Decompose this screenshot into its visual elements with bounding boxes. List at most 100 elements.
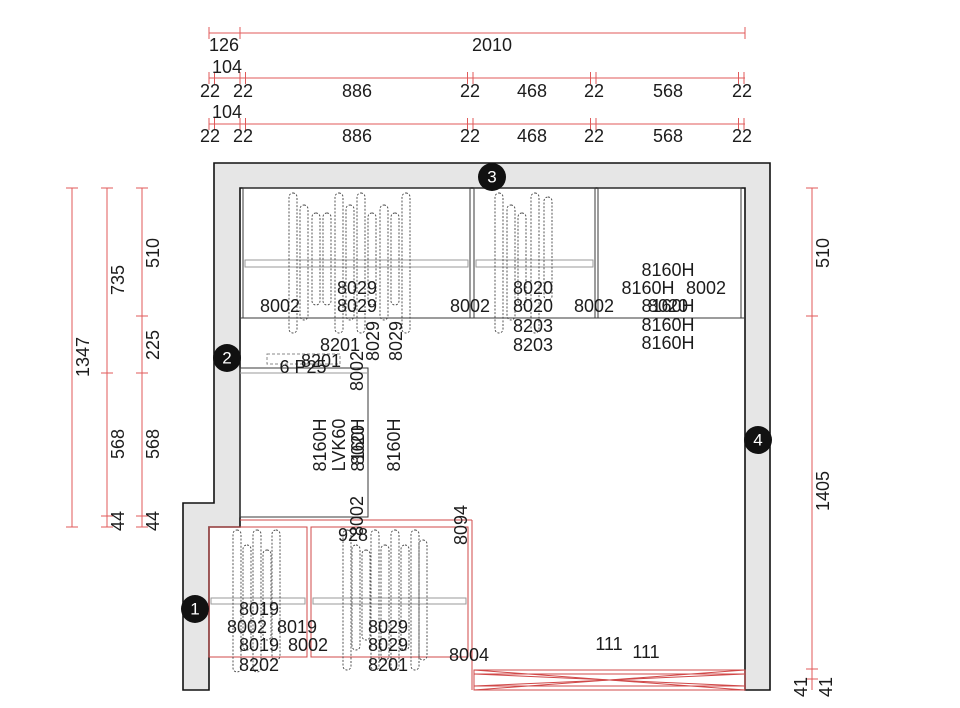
dimension-label: 510 xyxy=(143,238,163,268)
cabinet-label: 8203 xyxy=(513,316,553,336)
wall-marker-number: 1 xyxy=(190,600,199,619)
top-dimension-overall: 126 2010 xyxy=(208,27,746,55)
wall-3-labels: 8002 8029 8029 8002 8020 8020 8203 8203 … xyxy=(260,260,726,361)
cabinet-label: 8004 xyxy=(449,645,489,665)
hanger xyxy=(370,529,380,671)
left-dimension-total: 1347 xyxy=(66,187,93,528)
hangers-wall-1-unit-2 xyxy=(342,529,428,671)
cabinet-label: 8029 xyxy=(386,321,406,361)
hangers-wall-3-unit-2 xyxy=(494,192,553,334)
dimension-label: 44 xyxy=(143,511,163,531)
hanger xyxy=(410,529,420,671)
dimension-label: 568 xyxy=(143,429,163,459)
hanger xyxy=(418,539,428,661)
wall-3-cabinets xyxy=(240,187,745,319)
hanger xyxy=(400,544,410,651)
wall-marker-1: 1 xyxy=(181,595,209,623)
hanger xyxy=(311,212,321,306)
cabinet-label: 8002 xyxy=(288,635,328,655)
cabinet-label: 8029 xyxy=(368,617,408,637)
cabinet-label: 8019 xyxy=(239,635,279,655)
hanger xyxy=(390,529,400,671)
dimension-label: 225 xyxy=(143,330,163,360)
dimension-label: 22 xyxy=(732,81,752,101)
cabinet-label: 8002 xyxy=(347,496,367,536)
cabinet-label: 8203 xyxy=(513,335,553,355)
dimension-label: 41 xyxy=(816,677,836,697)
hanging-rail xyxy=(312,597,467,605)
wall-2-cabinet xyxy=(239,353,369,518)
cabinet-label: 8160H xyxy=(348,418,368,471)
cabinet-label: 8160H xyxy=(621,278,674,298)
hanger xyxy=(252,529,262,673)
cabinet-label: 8160H xyxy=(641,296,694,316)
cabinet-label: 6 P25 xyxy=(279,357,326,377)
wall-1-labels: 8019 8002 8019 8019 8002 8202 8029 8029 … xyxy=(227,599,489,675)
hanger xyxy=(367,212,377,306)
cabinet-label: 8160H xyxy=(641,333,694,353)
hanger xyxy=(288,192,298,334)
dimension-label: 22 xyxy=(584,81,604,101)
cabinet-unit xyxy=(239,367,369,518)
left-dimension-inner: 510 225 568 44 xyxy=(136,187,163,531)
hanger xyxy=(299,204,309,321)
hanger xyxy=(242,544,252,651)
hanger xyxy=(262,549,272,641)
hanger xyxy=(271,529,281,661)
hangers-wall-1-unit-1 xyxy=(232,529,281,673)
dimension-label: 126 xyxy=(209,35,239,55)
cabinet-label: 8029 xyxy=(337,278,377,298)
right-dimension: 510 1405 41 41 xyxy=(791,187,836,697)
hanger xyxy=(401,192,411,334)
hanging-rail xyxy=(244,259,469,268)
dimension-label: 22 xyxy=(200,126,220,146)
hanger xyxy=(322,212,332,306)
cabinet-label: 8020 xyxy=(348,425,368,465)
dimension-label: 41 xyxy=(791,677,811,697)
cabinet-label: 8020 xyxy=(513,278,553,298)
cabinet-label: 8201 xyxy=(320,335,360,355)
cabinet-label: 8019 xyxy=(277,617,317,637)
wall-marker-number: 4 xyxy=(753,431,762,450)
hanger xyxy=(380,544,390,661)
dimension-label: 104 xyxy=(212,57,242,77)
floor-label: 111 xyxy=(632,642,659,662)
cabinet-label: 8160H xyxy=(641,315,694,335)
hanger xyxy=(361,549,371,641)
cabinet-label: 8160H xyxy=(641,260,694,280)
dimension-label: 22 xyxy=(200,81,220,101)
hanger xyxy=(379,204,389,321)
dimension-label: 468 xyxy=(517,126,547,146)
cabinet-label: 8094 xyxy=(451,505,471,545)
wall-marker-4: 4 xyxy=(744,426,772,454)
cabinet-label: 8020 xyxy=(648,296,688,316)
wall-marker-3: 3 xyxy=(478,163,506,191)
hanging-rail xyxy=(475,259,594,268)
hanger xyxy=(517,212,527,306)
cabinet-label: 8201 xyxy=(368,655,408,675)
hatch-line xyxy=(473,673,746,687)
cabinet-unit xyxy=(310,526,469,658)
wall-2-labels: 6 P25 8201 8002 8160H LVK60 8160H 8020 8… xyxy=(279,351,471,545)
cabinet-label: 8029 xyxy=(363,321,383,361)
wall-marker-badge xyxy=(213,344,241,372)
cabinet-label: 8202 xyxy=(239,655,279,675)
hanger xyxy=(345,204,355,321)
dimension-label: 568 xyxy=(108,429,128,459)
top-dimension-row-2: 104 22 22 886 22 468 22 568 22 xyxy=(200,57,752,101)
cabinet-label: 8029 xyxy=(368,635,408,655)
dimension-label: 2010 xyxy=(472,35,512,55)
wall-marker-badge xyxy=(744,426,772,454)
cabinet-label: 8201 xyxy=(301,351,341,371)
hanger xyxy=(390,212,400,306)
floor-labels: 111 111 xyxy=(595,634,659,662)
dimension-label: 22 xyxy=(233,126,253,146)
hanger xyxy=(543,196,553,301)
cabinet-label: 8002 xyxy=(686,278,726,298)
dimension-label: 735 xyxy=(108,265,128,295)
cabinet-label: 8029 xyxy=(337,296,377,316)
cabinet-unit xyxy=(208,526,308,658)
left-dimension-middle: 735 568 44 xyxy=(101,187,128,531)
dimension-label: 568 xyxy=(653,126,683,146)
